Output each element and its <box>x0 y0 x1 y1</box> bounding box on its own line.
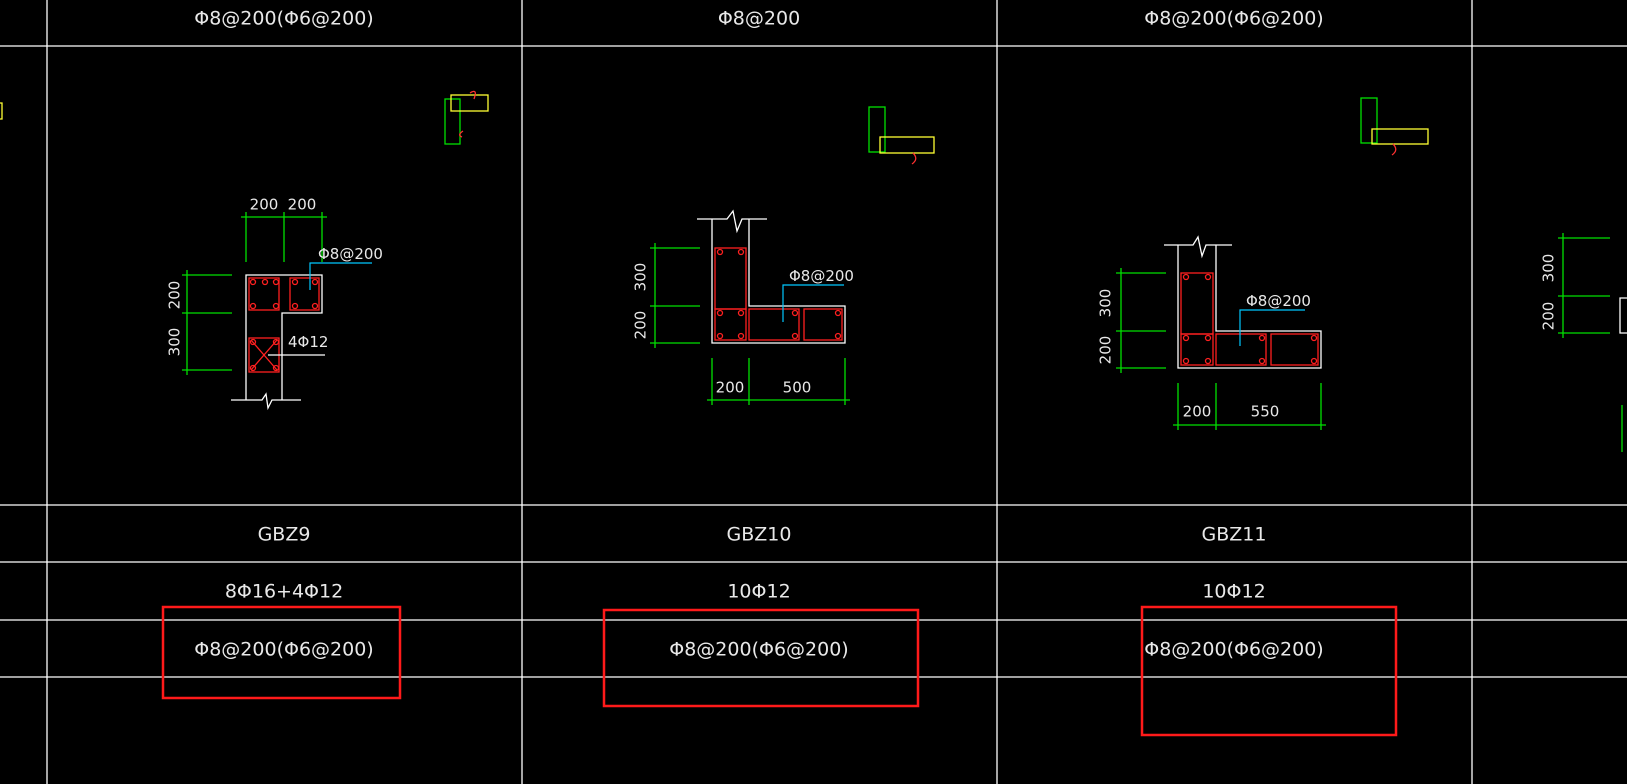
stirrup-note: Φ8@200 <box>318 245 383 263</box>
section-gbz11: 300 200 200 550 Φ8@200 <box>1097 97 1429 430</box>
dim-height-1: 300 <box>1540 254 1558 283</box>
component-name: GBZ11 <box>1202 524 1267 546</box>
dim-height-2: 300 <box>166 328 184 357</box>
highlight-box <box>1140 605 1398 737</box>
stirrup-spec: Φ8@200(Φ6@200) <box>194 639 373 661</box>
highlight-box <box>161 605 402 700</box>
dim-width-2: 550 <box>1251 403 1280 421</box>
column-top-label: Φ8@200(Φ6@200) <box>1144 8 1323 30</box>
stirrup-note: Φ8@200 <box>789 267 854 285</box>
dim-width-1: 200 <box>716 379 745 397</box>
component-name: GBZ10 <box>727 524 792 546</box>
orientation-marker <box>444 90 489 145</box>
section-gbz10: 300 200 200 500 Φ8@200 <box>632 106 935 405</box>
dim-width-2: 200 <box>288 196 317 214</box>
stirrup-spec: Φ8@200(Φ6@200) <box>1144 639 1323 661</box>
stirrup-spec: Φ8@200(Φ6@200) <box>669 639 848 661</box>
highlight-box <box>602 608 920 708</box>
stirrup-note: Φ8@200 <box>1246 292 1311 310</box>
dim-height-1: 300 <box>632 263 650 292</box>
longitudinal-rebar: 10Φ12 <box>727 581 790 603</box>
dim-height-2: 200 <box>632 311 650 340</box>
orientation-marker <box>1360 97 1429 156</box>
dim-width-1: 200 <box>1183 403 1212 421</box>
dim-width-1: 200 <box>250 196 279 214</box>
dim-height-1: 200 <box>166 281 184 310</box>
column-top-label: Φ8@200(Φ6@200) <box>194 8 373 30</box>
partial-marker-left <box>0 102 3 120</box>
section-partial-next: 300 200 <box>1540 233 1627 452</box>
section-gbz9: 200 200 200 300 Φ8@200 4Φ12 <box>166 90 489 411</box>
dim-height-2: 200 <box>1540 302 1558 331</box>
column-top-label: Φ8@200 <box>718 8 800 30</box>
longitudinal-rebar: 8Φ16+4Φ12 <box>225 581 343 603</box>
dim-width-2: 500 <box>783 379 812 397</box>
orientation-marker <box>868 106 935 165</box>
component-name: GBZ9 <box>258 524 311 546</box>
longitudinal-rebar: 10Φ12 <box>1202 581 1265 603</box>
bars-note: 4Φ12 <box>288 333 328 351</box>
dim-height-2: 200 <box>1097 336 1115 365</box>
dim-height-1: 300 <box>1097 289 1115 318</box>
